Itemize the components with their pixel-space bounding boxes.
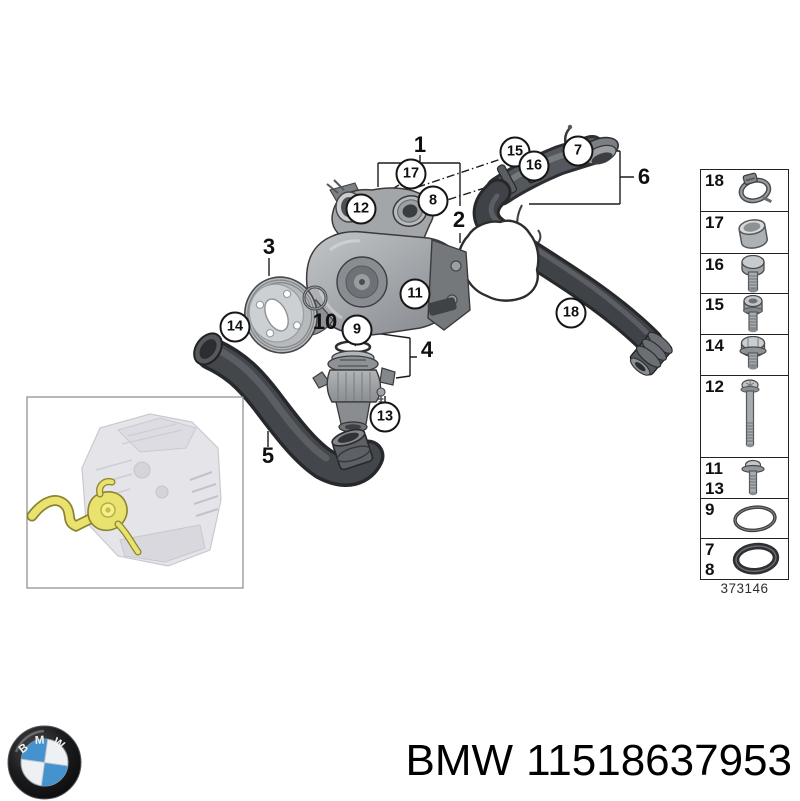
brand-text: BMW — [405, 736, 514, 785]
legend-label: 18 — [705, 171, 724, 190]
callout-17: 17 — [395, 158, 427, 190]
flange-bolt-icon — [740, 254, 765, 292]
callout-2: 2 — [452, 207, 466, 232]
callout-12: 12 — [345, 193, 377, 225]
hose-18-art — [472, 178, 673, 376]
legend-row-17: 17 — [701, 212, 788, 254]
legend-row-7-8: 7 8 — [701, 539, 788, 579]
callout-16: 16 — [518, 150, 550, 182]
legend-row-14: 14 — [701, 335, 788, 376]
legend-label: 11 — [705, 459, 723, 478]
figure-number: 373146 — [720, 581, 769, 596]
hose-clamp-icon — [738, 172, 772, 203]
stud-bolt-icon — [740, 459, 765, 496]
legend-label: 8 — [705, 560, 715, 580]
callout-6: 6 — [637, 164, 651, 189]
bmw-logo: BMW — [7, 725, 82, 800]
legend-label: 9 — [705, 500, 715, 519]
callout-4: 4 — [420, 337, 434, 362]
o-ring-thin-icon — [732, 504, 777, 532]
o-ring-icon — [732, 542, 779, 575]
hose-5-art — [193, 332, 385, 487]
parts-legend: 18 17 16 — [700, 169, 789, 580]
hex-bolt-icon — [738, 336, 767, 370]
legend-label: 17 — [705, 213, 724, 232]
sleeve-bushing-icon — [737, 218, 768, 249]
highlighted-part — [26, 478, 142, 556]
legend-label: 7 — [705, 540, 715, 559]
callout-1: 1 — [413, 132, 427, 157]
callout-9: 9 — [341, 314, 373, 346]
legend-label: 16 — [705, 255, 724, 274]
legend-row-18: 18 — [701, 170, 788, 212]
engine-inset — [26, 396, 244, 589]
legend-label: 13 — [705, 479, 724, 499]
callout-11: 11 — [399, 278, 431, 310]
long-bolt-icon — [740, 378, 759, 447]
part-number-text: 11518637953 — [526, 736, 792, 785]
legend-row-15: 15 — [701, 294, 788, 335]
callout-7: 7 — [562, 135, 594, 167]
legend-label: 12 — [705, 377, 724, 396]
callout-3: 3 — [262, 234, 276, 259]
callout-14: 14 — [219, 311, 251, 343]
bmw-roundel-quarters — [21, 739, 68, 786]
legend-row-16: 16 — [701, 254, 788, 294]
callout-8: 8 — [417, 185, 449, 217]
callout-10: 10 — [312, 309, 338, 334]
legend-label: 14 — [705, 336, 724, 355]
legend-label: 15 — [705, 295, 724, 314]
legend-row-11-13: 11 13 — [701, 458, 788, 499]
socket-head-bolt-icon — [742, 295, 763, 333]
legend-row-9: 9 — [701, 499, 788, 539]
pulley-art — [244, 276, 318, 354]
o-ring-10-art — [302, 285, 328, 311]
thermostat-art — [312, 340, 396, 433]
callout-5: 5 — [261, 443, 275, 468]
callout-18: 18 — [555, 297, 587, 329]
legend-row-12: 12 — [701, 376, 788, 458]
callout-13: 13 — [369, 401, 401, 433]
